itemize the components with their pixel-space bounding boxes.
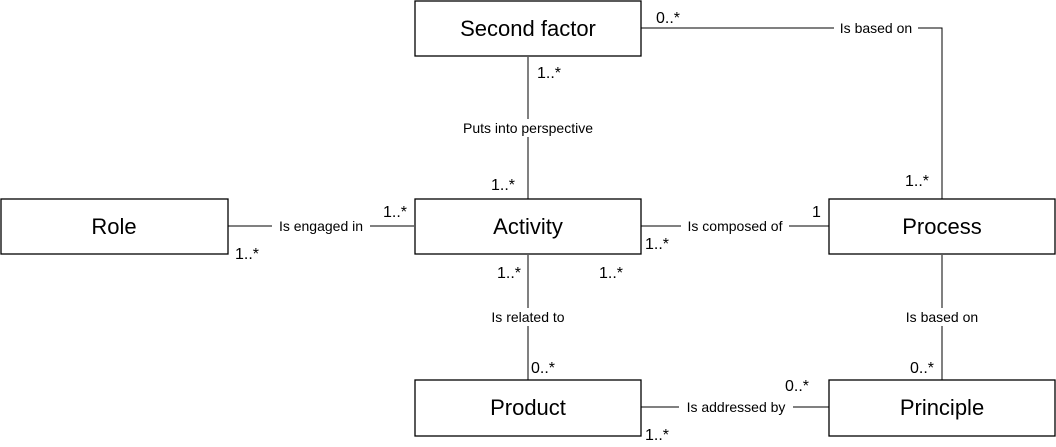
mult-secondfactor-process-target: 1..* <box>905 173 929 190</box>
mult-process-principle-source: 0..* <box>910 360 934 377</box>
mult-role-activity-target: 1..* <box>383 204 407 221</box>
mult-product-principle-source: 1..* <box>645 427 669 444</box>
relation-label-activity-product: Is related to <box>491 309 564 325</box>
relation-label-product-principle: Is addressed by <box>687 399 786 415</box>
mult-role-activity-source: 1..* <box>235 246 259 263</box>
mult-secondfactor-activity-source: 1..* <box>537 65 561 82</box>
mult-activity-process-target: 1 <box>812 204 821 221</box>
relation-label-role-activity: Is engaged in <box>279 218 363 234</box>
entity-principle[interactable]: Principle <box>828 379 1056 437</box>
relation-label-process-principle: Is based on <box>906 309 978 325</box>
entity-activity[interactable]: Activity <box>414 198 642 255</box>
entity-activity-label: Activity <box>493 214 563 239</box>
mult-activity-product-target: 0..* <box>531 360 555 377</box>
entity-second-factor[interactable]: Second factor <box>414 0 642 57</box>
relation-label-activity-process: Is composed of <box>688 218 783 234</box>
relation-label-secondfactor-process: Is based on <box>840 20 912 36</box>
entity-role-label: Role <box>91 214 136 239</box>
entity-process[interactable]: Process <box>828 198 1056 255</box>
entity-process-label: Process <box>902 214 981 239</box>
entity-principle-label: Principle <box>900 395 984 420</box>
entity-role[interactable]: Role <box>0 198 229 255</box>
mult-product-principle-target: 0..* <box>785 378 809 395</box>
mult-activity-extra: 1..* <box>599 265 623 282</box>
mult-secondfactor-process-source: 0..* <box>656 10 680 27</box>
mult-activity-process-source: 1..* <box>645 236 669 253</box>
entity-product-label: Product <box>490 395 566 420</box>
mult-activity-product-source: 1..* <box>497 265 521 282</box>
relation-label-secondfactor-activity: Puts into perspective <box>463 120 593 136</box>
entity-second-factor-label: Second factor <box>460 16 596 41</box>
mult-secondfactor-activity-target: 1..* <box>491 177 515 194</box>
entity-product[interactable]: Product <box>414 379 642 437</box>
edge-secondfactor-process <box>641 27 943 200</box>
